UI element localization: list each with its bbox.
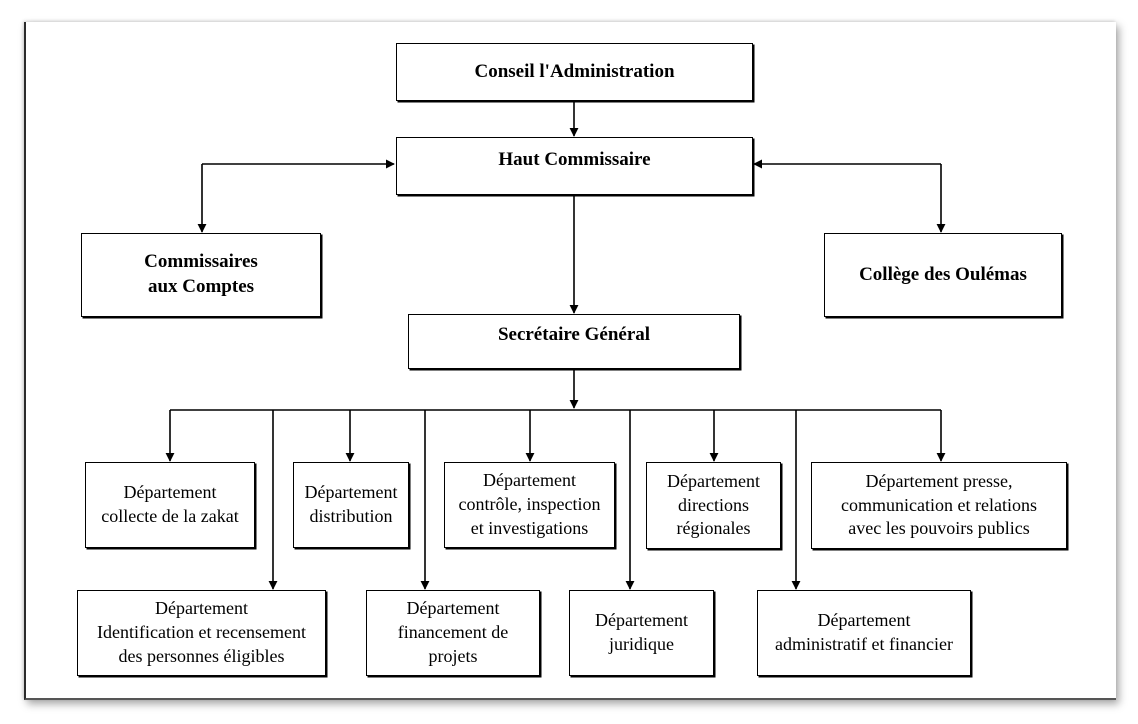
node-dept-financement-projets: Département financement de projets xyxy=(366,590,540,676)
node-label: Département presse, communication et rel… xyxy=(841,470,1037,539)
node-label: Département contrôle, inspection et inve… xyxy=(458,470,601,538)
node-label: Département collecte de la zakat xyxy=(101,482,239,526)
node-dept-directions-regionales: Département directions régionales xyxy=(646,462,781,549)
node-secretaire-general: Secrétaire Général xyxy=(408,314,740,369)
node-label: Département juridique xyxy=(595,610,688,654)
node-label: Département distribution xyxy=(304,482,398,526)
node-conseil-administration: Conseil l'Administration xyxy=(396,43,753,101)
node-label: Département Identification et recensemen… xyxy=(97,598,306,666)
node-label: Secrétaire Général xyxy=(497,324,651,346)
node-label: Département administratif et financier xyxy=(775,610,953,654)
node-college-des-oulemas: Collège des Oulémas xyxy=(824,233,1062,317)
node-dept-juridique: Département juridique xyxy=(569,590,714,676)
node-dept-presse-communication: Département presse, communication et rel… xyxy=(811,462,1067,549)
node-haut-commissaire: Haut Commissaire xyxy=(396,137,753,195)
node-label: Collège des Oulémas xyxy=(859,263,1027,285)
node-label: Département directions régionales xyxy=(667,470,760,539)
node-label: Commissaires aux Comptes xyxy=(144,251,258,297)
node-commissaires-aux-comptes: Commissaires aux Comptes xyxy=(81,233,321,317)
node-label: Conseil l'Administration xyxy=(474,60,675,82)
node-dept-distribution: Département distribution xyxy=(293,462,409,548)
node-dept-controle-inspection: Département contrôle, inspection et inve… xyxy=(444,462,615,548)
node-label: Haut Commissaire xyxy=(498,148,651,170)
node-dept-administratif-financier: Département administratif et financier xyxy=(757,590,971,676)
node-dept-identification: Département Identification et recensemen… xyxy=(77,590,326,676)
node-dept-collecte-zakat: Département collecte de la zakat xyxy=(85,462,255,548)
node-label: Département financement de projets xyxy=(397,598,509,666)
